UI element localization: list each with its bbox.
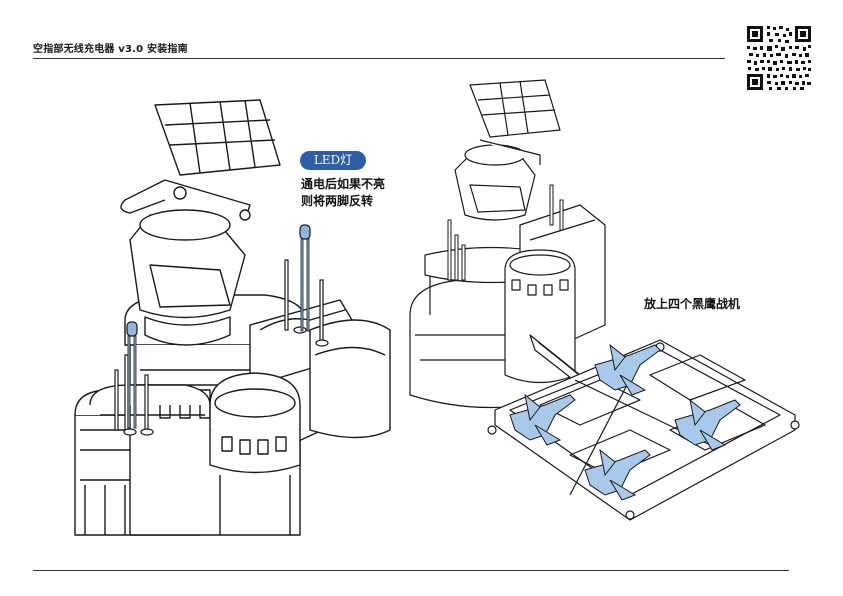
header-divider — [33, 58, 725, 59]
charger-with-jets-illustration — [409, 79, 800, 521]
led-note-line-2: 则将两脚反转 — [301, 194, 374, 208]
page-title: 空指部无线充电器 v3.0 安装指南 — [33, 44, 188, 55]
jet-bottom-icon — [584, 448, 651, 501]
jet-left-icon — [509, 393, 576, 446]
jets-instruction-note: 放上四个黑鹰战机 — [644, 297, 741, 311]
led-label-badge: LED灯 — [300, 151, 366, 170]
tower-led-closeup-illustration — [74, 99, 391, 536]
jet-top-icon — [594, 343, 661, 396]
qr-code-icon — [745, 24, 813, 92]
led-right-icon — [299, 224, 311, 332]
led-left-icon — [126, 321, 138, 429]
jet-right-icon — [674, 398, 741, 451]
footer-divider — [33, 570, 789, 571]
led-note-line-1: 通电后如果不亮 — [301, 177, 386, 191]
led-instruction-note: 通电后如果不亮 则将两脚反转 — [301, 176, 411, 210]
